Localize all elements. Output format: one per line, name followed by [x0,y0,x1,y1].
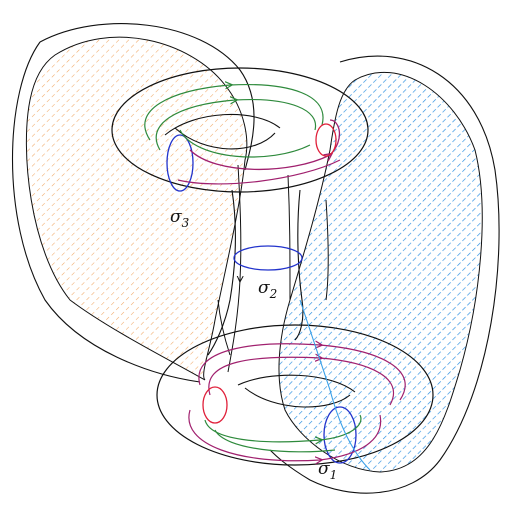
magenta-curve-top [189,119,341,171]
flow-line-2 [287,174,291,301]
magenta-curve-bottom-1 [198,344,406,401]
flow-line-1 [227,164,241,373]
torus-bottom-hole [237,374,356,408]
green-curve-top-2 [155,100,317,151]
green-curve-top-3 [179,129,311,158]
sigma3-label: σ3 [170,207,190,230]
magenta-curve-top-2 [177,159,341,185]
flow-line-3 [325,199,329,301]
sigma3-curve [166,134,194,192]
light-blue-curve [299,299,371,471]
orange-hatched-region [25,36,248,381]
torus-bottom [156,324,434,466]
red-loop-bottom [202,386,228,424]
outer-left-boundary [12,23,255,383]
green-curve-top-1 [144,85,324,141]
sigma1-label: σ1 [318,459,337,482]
torus-top [111,67,369,193]
outer-right-boundary [269,55,500,494]
connecting-tube-left [207,189,236,356]
blue-hatched-region [278,71,483,473]
connecting-tube-right [294,189,304,341]
sigma2-curve [233,245,303,271]
torus-top-hole [164,113,281,150]
green-curve-bottom-2 [214,429,336,453]
sigma1-curve [323,406,357,464]
sigma2-label: σ2 [258,278,277,301]
red-loop-top [315,123,337,157]
magenta-curve-bottom-3 [188,409,382,461]
flow-line-4 [217,299,231,356]
